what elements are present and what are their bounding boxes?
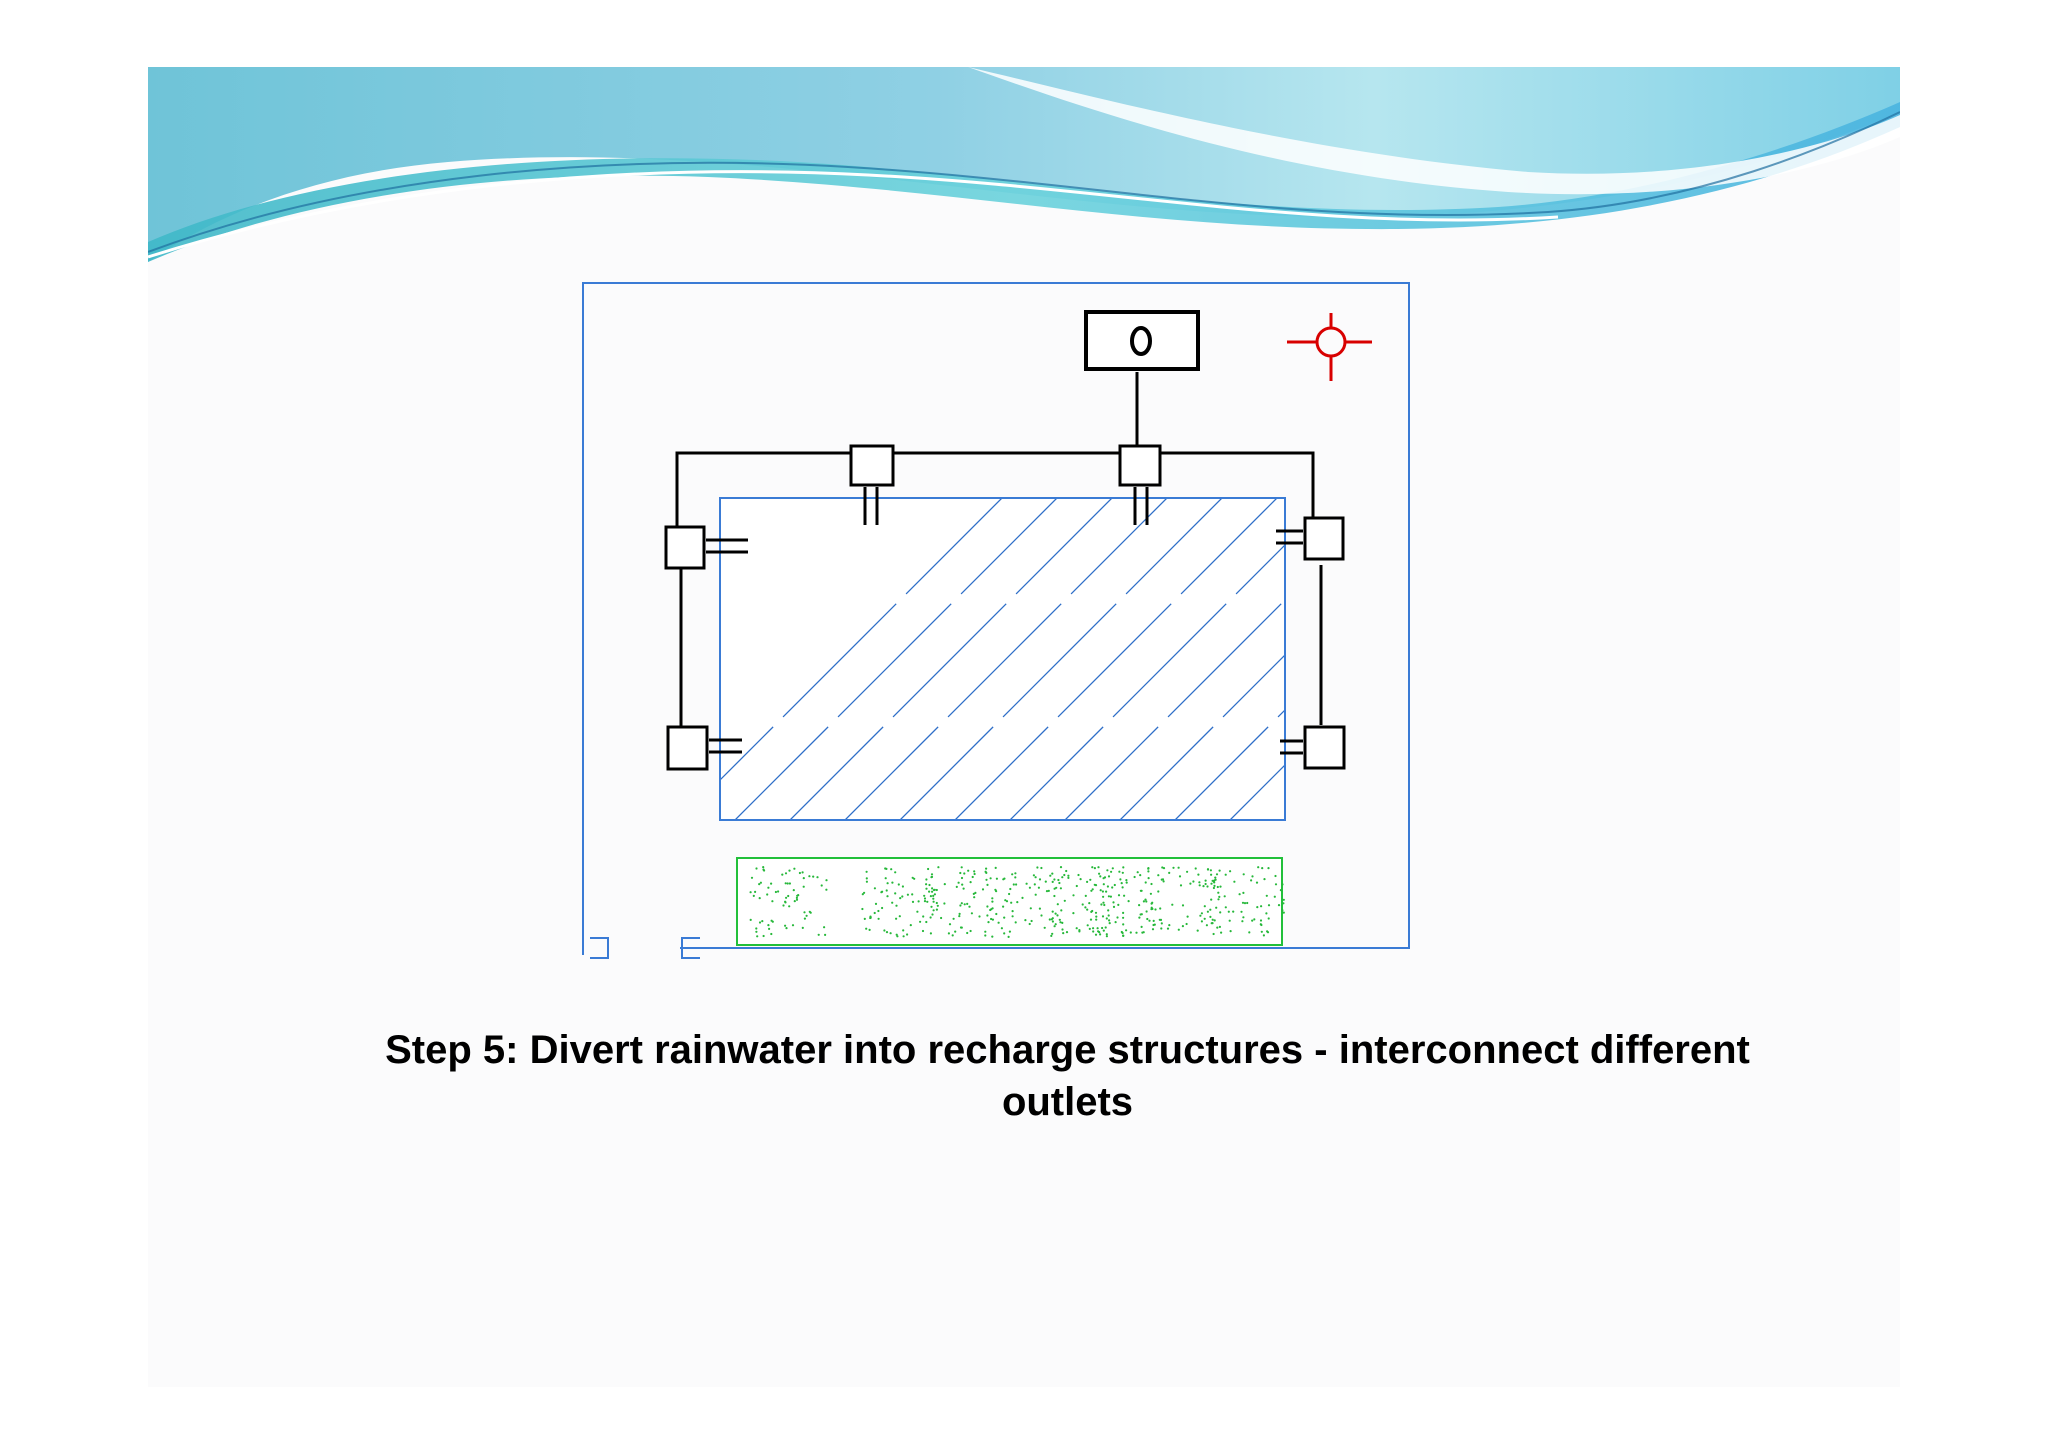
header-wave-banner [148, 67, 1900, 262]
outlet-chamber-left-lower [666, 725, 709, 771]
caption-line-2: outlets [1001, 1080, 1134, 1124]
building-roof [719, 497, 1286, 821]
plot-boundary [582, 282, 1410, 955]
interconnect-pipeline [675, 372, 1323, 727]
gate-right [681, 937, 700, 959]
north-crosshair-icon [1287, 313, 1372, 381]
gate-left [590, 937, 609, 959]
outlet-chamber-top-left [849, 444, 895, 487]
downspout-connectors [706, 487, 1303, 755]
slide-caption: Step 5: Divert rainwater into recharge s… [290, 1024, 1845, 1128]
garden-lawn [736, 857, 1285, 946]
outlet-chamber-right-lower [1303, 725, 1346, 770]
water-meter-icon [1084, 310, 1200, 371]
caption-line-1: Step 5: Divert rainwater into recharge s… [385, 1028, 1750, 1072]
outlet-chamber-right-upper [1303, 516, 1345, 561]
outlet-chamber-top-mid [1118, 444, 1162, 487]
outlet-chamber-left-upper [664, 525, 706, 570]
